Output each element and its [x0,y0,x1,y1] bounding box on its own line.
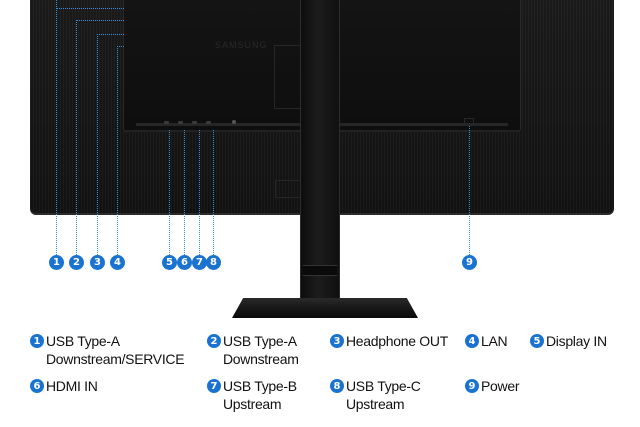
leader-line-3 [97,34,98,255]
marker-1: 1 [49,255,64,270]
legend-label-2-line1: USB Type-A [223,333,297,349]
legend-label-8: USB Type-C Upstream [346,377,421,413]
leader-line-5 [169,130,170,255]
legend-label-7-line1: USB Type-B [223,378,297,394]
port-8 [206,121,211,124]
legend-badge-9: 9 [465,379,479,393]
leader-line-2-h [76,20,124,21]
legend-label-7-line2: Upstream [223,396,282,412]
legend-label-3-line1: Headphone OUT [346,333,448,349]
brand-mark: SAMSUNG [215,40,268,50]
legend-label-5-line1: Display IN [546,333,607,349]
port-5 [164,121,169,124]
marker-3: 3 [90,255,105,270]
legend-label-8-line2: Upstream [346,396,405,412]
leader-line-6 [184,130,185,255]
legend-label-4-line1: LAN [481,333,508,349]
legend-badge-2: 2 [207,334,221,348]
leader-line-1-h [56,8,124,9]
power-port [464,118,474,126]
indicator-light [232,120,236,124]
legend-label-6-line1: HDMI IN [46,378,98,394]
legend-item-5: 5 Display IN [530,332,607,350]
legend-item-3: 3 Headphone OUT [330,332,448,350]
legend-badge-4: 4 [465,334,479,348]
legend-item-9: 9 Power [465,377,519,395]
marker-5: 5 [162,255,177,270]
leader-line-4-h [117,46,124,47]
marker-6: 6 [177,255,192,270]
legend-label-4: LAN [481,332,508,350]
leader-line-8 [213,130,214,255]
legend-label-1-line2: Downstream/SERVICE [46,351,185,367]
legend-badge-3: 3 [330,334,344,348]
port-7 [192,121,197,124]
legend-label-1: USB Type-A Downstream/SERVICE [46,332,185,368]
legend-badge-1: 1 [30,334,44,348]
legend-item-4: 4 LAN [465,332,508,350]
leader-line-7 [199,130,200,255]
marker-9: 9 [462,255,477,270]
legend-label-9: Power [481,377,519,395]
marker-7: 7 [192,255,207,270]
legend-label-3: Headphone OUT [346,332,448,350]
legend-label-5: Display IN [546,332,607,350]
leader-line-3-h [97,34,124,35]
marker-8: 8 [206,255,221,270]
legend-item-7: 7 USB Type-B Upstream [207,377,297,413]
legend-label-2-line2: Downstream [223,351,299,367]
stand-neck [301,0,339,300]
legend-badge-8: 8 [330,379,344,393]
leader-line-1 [56,0,57,255]
legend-badge-6: 6 [30,379,44,393]
cable-clip [303,265,337,276]
legend-item-6: 6 HDMI IN [30,377,98,395]
legend-item-8: 8 USB Type-C Upstream [330,377,421,413]
port-6 [178,121,183,124]
legend-label-7: USB Type-B Upstream [223,377,297,413]
legend-label-1-line1: USB Type-A [46,333,120,349]
marker-2: 2 [69,255,84,270]
legend-label-6: HDMI IN [46,377,98,395]
monitor-rear-illustration: SAMSUNG 1 2 3 4 5 6 7 8 9 [30,0,614,318]
legend-label-8-line1: USB Type-C [346,378,421,394]
legend-badge-5: 5 [530,334,544,348]
legend-item-1: 1 USB Type-A Downstream/SERVICE [30,332,185,368]
legend-badge-7: 7 [207,379,221,393]
legend-label-2: USB Type-A Downstream [223,332,299,368]
legend-label-9-line1: Power [481,378,520,394]
legend-item-2: 2 USB Type-A Downstream [207,332,299,368]
stand-base [232,298,418,318]
leader-line-9 [469,126,470,255]
marker-4: 4 [110,255,125,270]
leader-line-2 [76,20,77,255]
port-legend: 1 USB Type-A Downstream/SERVICE 2 USB Ty… [0,332,640,427]
leader-line-4 [117,46,118,255]
